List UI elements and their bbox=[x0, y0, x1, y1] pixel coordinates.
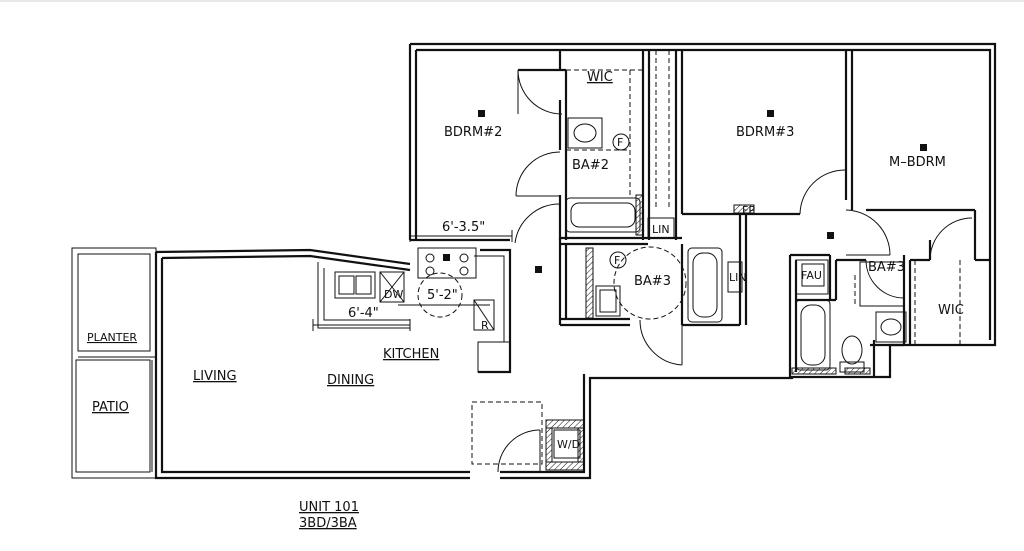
label-r: R bbox=[481, 319, 489, 332]
label-ba-master: BA#3 bbox=[868, 260, 905, 275]
label-bdrm3: BDRM#3 bbox=[736, 125, 794, 140]
label-wic-top: WIC bbox=[587, 70, 613, 85]
label-wic-master: WIC bbox=[938, 303, 964, 318]
dimension-2: 5'-2" bbox=[427, 288, 458, 303]
unit-type: 3BD/3BA bbox=[299, 516, 357, 531]
label-kitchen: KITCHEN bbox=[383, 347, 439, 362]
markers bbox=[443, 110, 927, 273]
doors bbox=[497, 69, 973, 473]
label-patio: PATIO bbox=[92, 400, 129, 415]
label-ba3: BA#3 bbox=[634, 274, 671, 289]
label-fp: FP bbox=[742, 204, 755, 217]
label-bdrm2: BDRM#2 bbox=[444, 125, 502, 140]
label-ba2: BA#2 bbox=[572, 158, 609, 173]
dashed-elements bbox=[471, 50, 990, 465]
label-dining: DINING bbox=[327, 373, 374, 388]
dimension-lines bbox=[312, 230, 513, 331]
interior-walls bbox=[410, 50, 990, 377]
label-fau: FAU bbox=[801, 269, 822, 282]
patio-area bbox=[71, 247, 157, 479]
label-planter: PLANTER bbox=[87, 331, 137, 344]
label-living: LIVING bbox=[193, 369, 237, 384]
dimension-1: 6'-3.5" bbox=[442, 220, 485, 235]
unit-name: UNIT 101 bbox=[299, 500, 359, 515]
label-mbdrm: M–BDRM bbox=[889, 155, 946, 170]
label-f1: F bbox=[617, 136, 623, 149]
label-lin2: LIN bbox=[729, 271, 747, 284]
label-lin1: LIN bbox=[652, 223, 670, 236]
dimension-3: 6'-4" bbox=[348, 306, 379, 321]
hatched-walls bbox=[545, 194, 871, 471]
label-f2: F bbox=[614, 254, 620, 267]
label-wd: W/D bbox=[557, 438, 580, 451]
label-dw: DW bbox=[384, 288, 403, 301]
